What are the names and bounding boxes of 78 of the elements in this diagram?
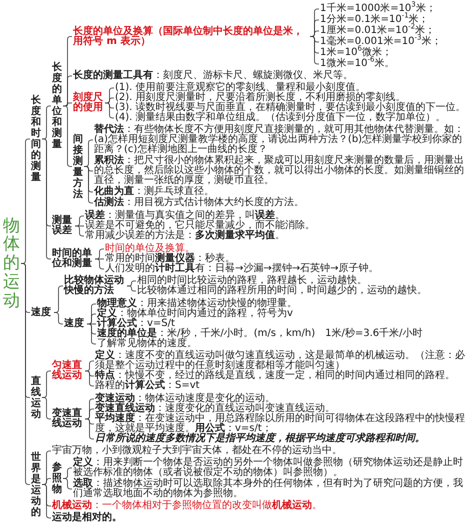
note-text: 累积法：把尺寸很小的物体累积起来，聚成可以用刻度尺来测量的数量后，用测量出的总长度，然后除以这些小物体的个数，就可以得出小物体的长度。如测量细铜丝的直径，测量一张纸的厚度，测硬币直径。	[94, 156, 471, 186]
note-text: (1). 使用前要注意观察它的零刻线、量程和最小刻度值。	[115, 83, 471, 93]
topic-label: 变速直线运动	[52, 409, 84, 429]
bracket-line	[84, 418, 94, 440]
bracket-line	[94, 258, 104, 270]
topic-label: 匀速直线运动	[52, 361, 84, 381]
bracket-line	[62, 478, 72, 490]
bracket-line	[54, 286, 64, 313]
note-text: 运动是相对的。	[52, 513, 471, 523]
note-text: 人们发明的计时工具有：日晷→沙漏→摆钟→石英钟→原子钟。	[105, 264, 471, 274]
topic-label: 时间的单位和测量	[52, 249, 94, 269]
note-text: 定义：速度不变的直线运动叫做匀速直线运动，这是最简单的机械运动。（注意：必须是整个运动过程中的任意时刻速度都相等才能叫匀速）	[95, 351, 471, 371]
bracket-line	[310, 36, 320, 42]
note-text: 物理意义：用来描述物体运动快慢的物理量。	[97, 299, 471, 309]
bracket-line	[84, 370, 94, 376]
topic-label: 长度的单位及换算（国际单位制中长度的单位是米，用符号 m 表示）	[73, 26, 309, 46]
note-text: 变速运动：物体运动速度是变化的运动。	[95, 394, 471, 404]
bracket-line	[84, 418, 94, 424]
topic-label: 速度	[64, 319, 86, 329]
bracket-line	[84, 370, 94, 386]
note-text: 比较物体通过相同的路程所用的时间，时间越少的，运动的越快。	[137, 286, 471, 296]
bracket-line	[42, 106, 52, 140]
note-text: 计算公式：v=S/t	[97, 319, 471, 329]
note-text: 速度的单位是：米/秒，千米/小时。(m/s，km/h) 1米/秒=3.6千米/小时	[97, 329, 471, 339]
bracket-line	[62, 468, 72, 479]
bracket-line	[126, 286, 136, 292]
bracket-line	[104, 102, 114, 118]
bracket-line	[42, 484, 52, 518]
bracket-line	[62, 102, 72, 106]
bracket-line	[54, 312, 64, 324]
note-text: 长度的测量工具有：刻度尺、游标卡尺、螺旋测微仪、米尺等。	[73, 71, 471, 81]
note-text: 日常所说的速度多数情况下是指平均速度，根据平均速度可求路程和时间。	[95, 434, 471, 444]
bracket-line	[84, 166, 94, 172]
topic-label: 测量误差	[52, 216, 74, 236]
note-text: 常用减少误差的方法是：多次测量求平均值。	[85, 231, 471, 241]
vertical-label: 间接测量方法	[73, 134, 83, 200]
note-text: 宇宙万物，小到微观粒子大到宇宙天体，都处在不停的运动当中。	[52, 446, 471, 456]
bracket-line	[62, 106, 72, 167]
note-text: 了解常见物体的速度。	[97, 339, 471, 349]
bracket-line	[42, 397, 52, 420]
topic-label: 比较物体运动快慢的方法	[64, 276, 126, 296]
note-text: 常用的时间测量仪器：秒表。	[105, 254, 471, 264]
vertical-label: 长度和时间的测量	[31, 95, 41, 183]
topic-title: 物体的运动	[3, 216, 20, 310]
note-text: 定义：用来判断一个物体是否运动的另外一个物体叫做参照物（研究物体运动还是静止时被选作标准的物体（或者说被假定不动的物体）叫参照物）。	[73, 458, 471, 478]
note-text: 相同的时间比较运动的路程，路程越长，运动越快。	[137, 276, 471, 286]
note-text: 变速直线运动：速度变化的直线运动叫变速直线运动。	[95, 404, 471, 414]
bracket-line	[86, 324, 96, 344]
note-text: (2). 用刻度尺测量时，尺要沿着所测长度，不利用磨损的零刻线。	[115, 93, 471, 103]
bracket-line	[42, 370, 52, 398]
vertical-label: 长度的单位和测量	[52, 62, 62, 150]
note-text: (3). 读数时视线要与尺面垂直，在精确测量时，要估读到最小刻度值的下一位。	[115, 103, 471, 113]
bracket-line	[310, 36, 320, 64]
bracket-line	[104, 102, 114, 108]
note-text: 机械运动：一个物体相对于参照物位置的改变叫做机械运动。	[52, 501, 471, 511]
bracket-line	[94, 258, 104, 260]
bracket-line	[84, 166, 94, 204]
note-text: 时间的单位及换算。	[105, 244, 471, 254]
note-text: 路程的计算公式：S=vt	[95, 381, 471, 391]
note-text: (4). 测量结果由数字和单位组成。（估读到分度值下一位，数字加单位）。	[115, 113, 471, 123]
note-text: 误差：测量值与真实值之间的差异，叫误差。	[85, 211, 471, 221]
topic-label: 刻度尺的使用	[73, 93, 104, 113]
vertical-label: 世界是运动的	[31, 452, 41, 518]
note-text: 特点：快慢不变，经过的路线是直线，速度一定，相同的时间内通过相同的路程。	[95, 371, 471, 381]
note-text: 估测法：用目视方式估计物体大约长度的方法。	[94, 198, 471, 208]
bracket-line	[42, 138, 52, 260]
bracket-line	[42, 478, 52, 485]
bracket-line	[74, 226, 84, 236]
note-text: 选取：描述物体运动时可以选取除其本身外的任何物体，但有时为了研究问题的方便，我们通常选取地面不动的物体为参照物。	[73, 479, 471, 499]
bracket-line	[20, 263, 30, 485]
note-text: 误差是不可避免的，它只能尽量减少，而不能消除。	[85, 221, 471, 231]
note-text: 替代法：有些物体长度不方便用刻度尺直接测量的，就可用其他物体代替测量。如：(a)怎样用短刻度尺测量教学楼的高度，请说出两种方法？(b)怎样测量学校到你家的距离？(c)怎样测地图上一曲线的长度？	[94, 125, 471, 155]
bracket-line	[20, 138, 30, 264]
note-text: 化曲为直：测乒乓球直径。	[94, 187, 471, 197]
note-text: 定义：物体单位时间内通过的路程，符号为v	[97, 309, 471, 319]
vertical-label: 直线运动	[31, 376, 41, 420]
topic-label: 速度	[31, 308, 53, 318]
vertical-label: 参照物	[52, 462, 62, 495]
